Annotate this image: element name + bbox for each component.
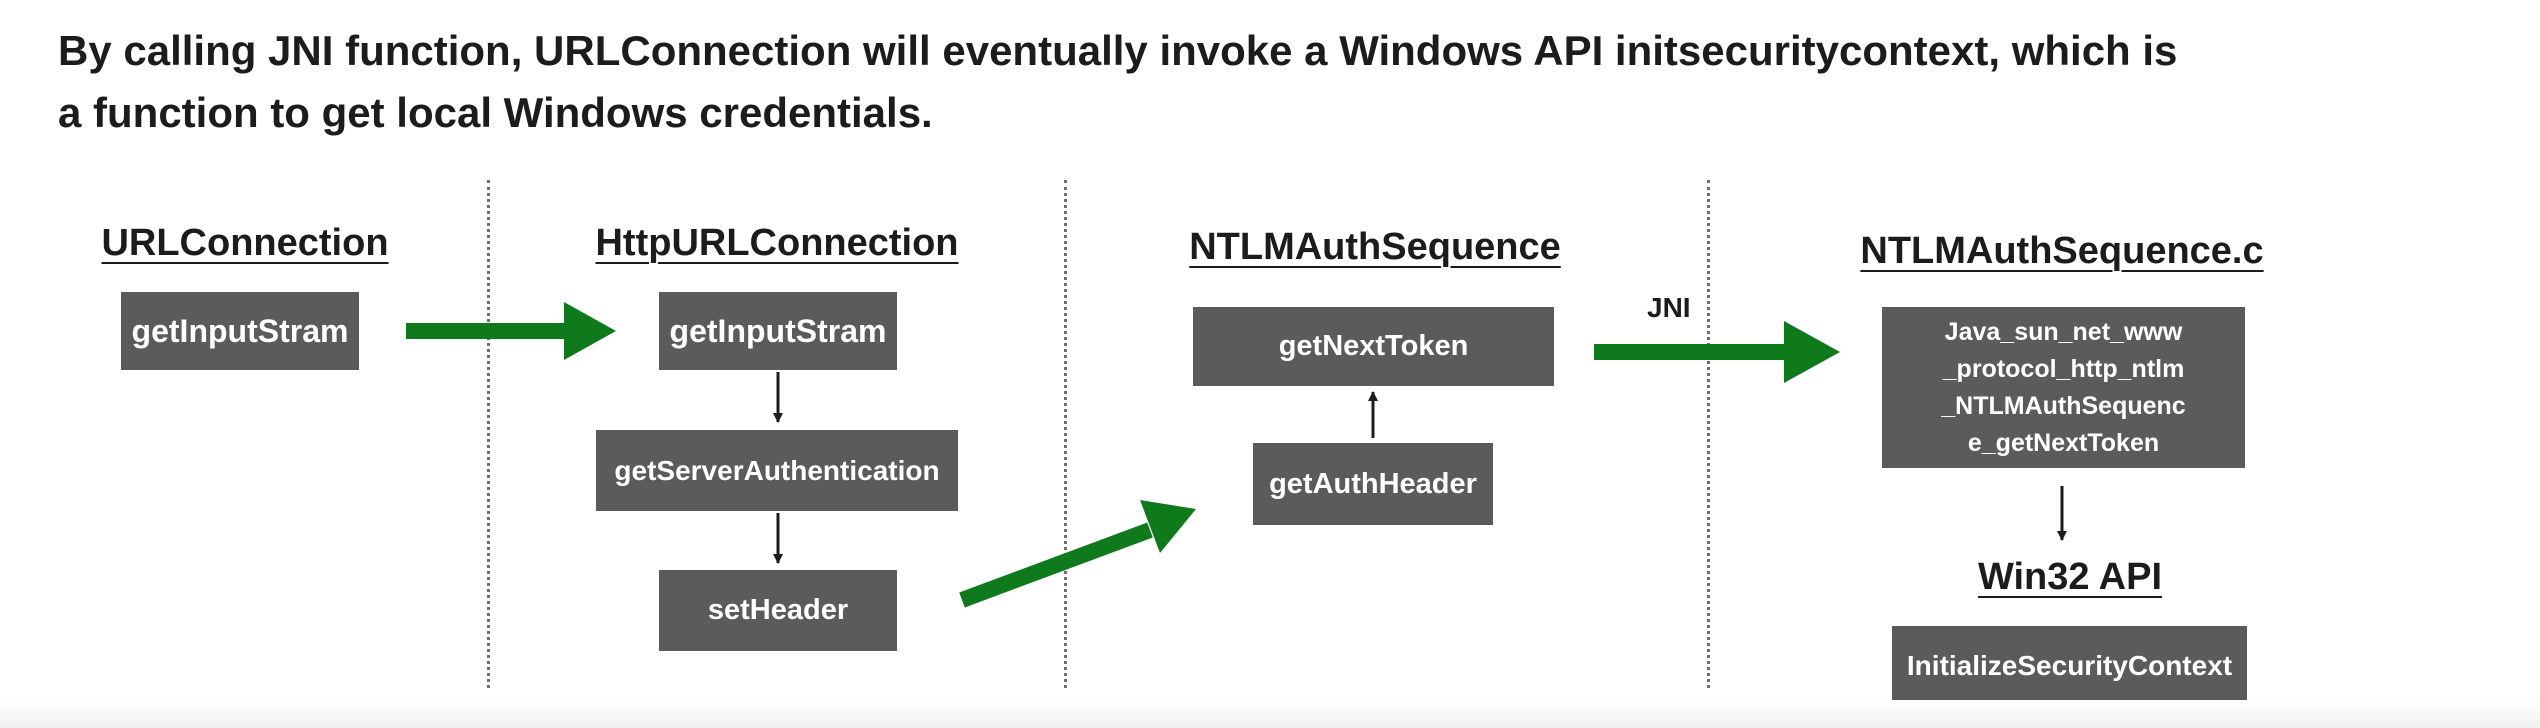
bottom-band bbox=[0, 700, 2540, 728]
box-label: getAuthHeader bbox=[1269, 467, 1477, 500]
box-label-line: e_getNextToken bbox=[1967, 428, 2160, 457]
column-title-ntlmauthsequence: NTLMAuthSequence bbox=[1189, 226, 1561, 268]
green-arrow-setheader-to-getauthheader bbox=[959, 500, 1196, 608]
box-label: InitializeSecurityContext bbox=[1906, 650, 2233, 681]
box-get-auth-header: getAuthHeader bbox=[1253, 443, 1493, 525]
headline: By calling JNI function, URLConnection w… bbox=[58, 20, 2498, 144]
jni-label: JNI bbox=[1647, 292, 1691, 323]
column-title-ntlmauthsequence-c: NTLMAuthSequence.c bbox=[1860, 230, 2264, 272]
divider-2 bbox=[1064, 180, 1067, 688]
box-get-server-authentication: getServerAuthentication bbox=[596, 430, 958, 511]
box-label: getServerAuthentication bbox=[614, 454, 940, 486]
box-urlconnection-getinputstram: getInputStram bbox=[121, 292, 359, 370]
box-native-get-next-token: Java_sun_net_www _protocol_http_ntlm _NT… bbox=[1882, 307, 2245, 468]
box-set-header: setHeader bbox=[659, 570, 897, 651]
box-label: getInputStram bbox=[131, 312, 349, 349]
column-title-urlconnection: URLConnection bbox=[101, 222, 389, 264]
headline-line-2: a function to get local Windows credenti… bbox=[58, 89, 933, 136]
win32-api-title: Win32 API bbox=[1977, 556, 2163, 598]
box-label: getNextToken bbox=[1278, 330, 1469, 362]
divider-1 bbox=[487, 180, 490, 688]
green-arrow-jni bbox=[1594, 321, 1840, 383]
headline-line-1: By calling JNI function, URLConnection w… bbox=[58, 27, 2178, 74]
box-label-line: _NTLMAuthSequenc bbox=[1941, 391, 2186, 420]
divider-3 bbox=[1707, 180, 1710, 688]
column-title-httpurlconnection: HttpURLConnection bbox=[595, 222, 959, 264]
box-label: setHeader bbox=[707, 594, 849, 626]
green-arrow-url-to-http bbox=[406, 302, 616, 360]
box-label-line: Java_sun_net_www bbox=[1944, 317, 2183, 346]
box-http-getinputstram: getInputStram bbox=[659, 292, 897, 370]
box-initialize-security-context: InitializeSecurityContext bbox=[1892, 626, 2247, 706]
box-label-line: _protocol_http_ntlm bbox=[1942, 354, 2185, 383]
box-label-multiline: Java_sun_net_www _protocol_http_ntlm _NT… bbox=[1941, 314, 2185, 462]
box-label: getInputStram bbox=[669, 312, 887, 349]
box-get-next-token: getNextToken bbox=[1193, 307, 1554, 386]
